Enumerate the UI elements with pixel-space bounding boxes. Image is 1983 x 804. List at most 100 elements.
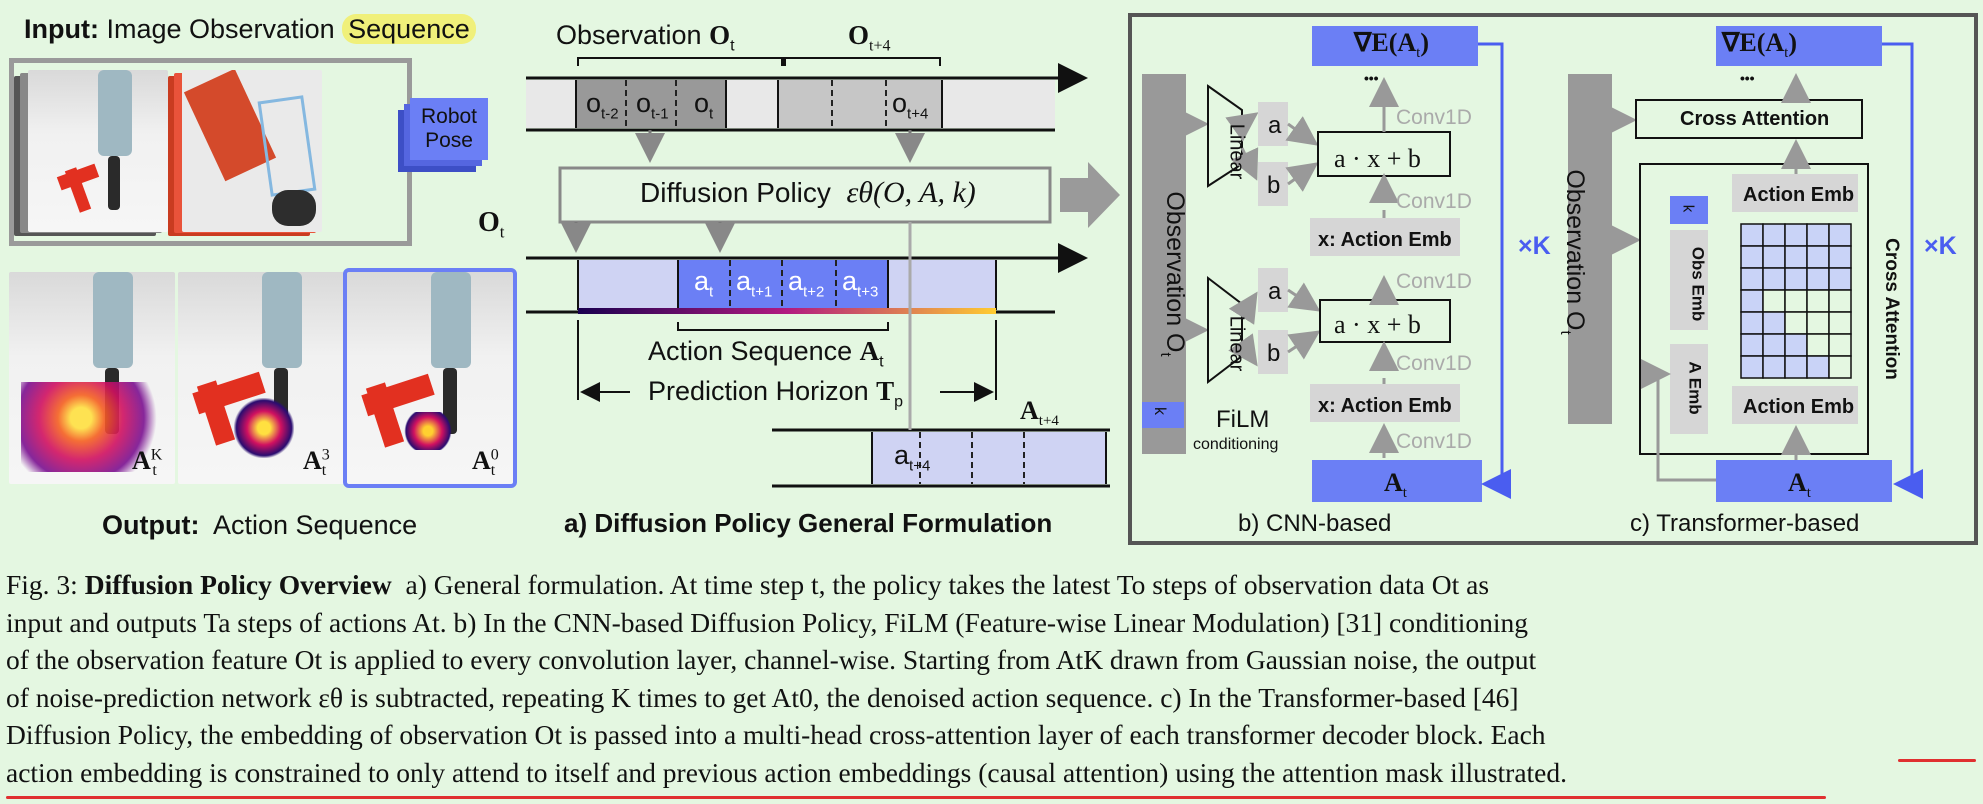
panel-c-obs-emb: Obs Emb: [1688, 246, 1708, 322]
action-cell-t+2: at+2: [788, 266, 825, 301]
obs-cell-t-1: ot-1: [636, 88, 669, 123]
obs-photo-stack-2: [168, 70, 322, 240]
caption-line-4: of noise-prediction network εθ is subtra…: [6, 681, 1519, 713]
figure-caption: Fig. 3: Diffusion Policy Overview a) Gen…: [6, 566, 1978, 791]
panel-a-caption: a) Diffusion Policy General Formulation: [564, 508, 1053, 538]
input-title: Input: Image Observation Sequence: [24, 14, 476, 45]
obs-cell-t: ot: [694, 88, 714, 123]
mask-cell: [1784, 245, 1808, 269]
mask-cell: [1740, 267, 1764, 291]
action-cell-t+1: at+1: [736, 266, 773, 301]
diffusion-policy-box-label: Diffusion Policy εθ(O, A, k): [640, 176, 976, 209]
panel-b-conv-5: Conv1D: [1396, 430, 1472, 453]
mask-cell: [1762, 311, 1786, 335]
mask-cell: [1784, 267, 1808, 291]
mask-cell: [1828, 289, 1852, 313]
mask-cell: [1784, 355, 1808, 379]
mask-cell: [1762, 223, 1786, 247]
future-action-cell: at+4: [894, 440, 931, 475]
panel-b-action-emb-1: x: Action Emb: [1318, 229, 1452, 251]
panel-c-action-emb-top: Action Emb: [1743, 184, 1855, 206]
obs-cell-t+4: ot+4: [892, 88, 929, 123]
caption-line-3: of the observation feature Ot is applied…: [6, 644, 1537, 675]
mask-cell: [1806, 355, 1830, 379]
panel-b-film-sub: conditioning: [1193, 436, 1279, 453]
panel-c-obs-vertical: Observation Ot: [1557, 169, 1589, 335]
panel-b-linear-1: Linear: [1225, 123, 1248, 180]
action-cell-t+3: at+3: [842, 266, 879, 301]
panel-c-caption: c) Transformer-based: [1630, 510, 1860, 537]
caption-line-5: Diffusion Policy, the embedding of obser…: [6, 719, 1546, 750]
mask-cell: [1828, 311, 1852, 335]
panel-b-diagram: [1142, 26, 1511, 502]
mask-cell: [1740, 223, 1764, 247]
panel-c-action-emb-bottom: Action Emb: [1743, 396, 1855, 418]
panel-b-grad-label: ∇E(At): [1354, 28, 1430, 62]
panel-a-diagram: [526, 57, 1120, 488]
panel-b-conv-1: Conv1D: [1396, 106, 1472, 129]
panel-b-caption: b) CNN-based: [1238, 510, 1392, 537]
output-photo-1: [9, 272, 175, 484]
panel-c-grad-label: ∇E(At): [1722, 28, 1798, 62]
mask-cell: [1806, 333, 1830, 357]
panel-c-cross-attention-vertical: Cross Attention: [1881, 238, 1902, 380]
panel-b-conv-4: Conv1D: [1396, 352, 1472, 375]
panel-a-obs-label: Observation Ot: [556, 20, 735, 55]
future-action-label: At+4: [1020, 396, 1059, 430]
panel-c-cross-attention: Cross Attention: [1680, 108, 1830, 130]
mask-cell: [1740, 355, 1764, 379]
mask-cell: [1784, 289, 1808, 313]
panel-b-times-k: ×K: [1518, 232, 1551, 260]
panel-b-a-2: a: [1268, 278, 1282, 305]
mask-cell: [1828, 267, 1852, 291]
panel-c-k-label: k: [1679, 204, 1697, 213]
mask-cell: [1828, 245, 1852, 269]
mask-cell: [1740, 333, 1764, 357]
output-label-1: AKt: [132, 446, 163, 480]
panel-b-b-2: b: [1267, 340, 1281, 367]
mask-cell: [1762, 289, 1786, 313]
panel-c-times-k: ×K: [1924, 232, 1957, 260]
red-underline-1: [1898, 759, 1976, 762]
caption-line-6: action embedding is constrained to only …: [6, 756, 1568, 788]
panel-b-k-label: k: [1151, 407, 1168, 415]
panel-b-conv-2: Conv1D: [1396, 190, 1472, 213]
panel-b-a-1: a: [1268, 112, 1282, 139]
panel-b-obs-vertical: Observation Ot: [1157, 191, 1189, 357]
panels-bc-frame: [1128, 13, 1978, 545]
panel-b-affine-2: a · x + b: [1334, 310, 1421, 339]
panel-c-input-label: At: [1788, 468, 1811, 502]
mask-cell: [1806, 311, 1830, 335]
mask-cell: [1784, 223, 1808, 247]
mask-cell: [1806, 267, 1830, 291]
mask-cell: [1828, 355, 1852, 379]
panel-b-film: FiLM: [1216, 406, 1270, 433]
action-cell-t: at: [694, 266, 714, 301]
panel-c-dots: • • •: [1740, 70, 1755, 86]
mask-cell: [1784, 333, 1808, 357]
panel-b-action-emb-2: x: Action Emb: [1318, 395, 1452, 417]
mask-cell: [1806, 245, 1830, 269]
output-photo-3: [343, 268, 517, 488]
mask-cell: [1806, 289, 1830, 313]
input-obs-label: Ot: [478, 207, 505, 242]
caption-line-1: Fig. 3: Diffusion Policy Overview a) Gen…: [6, 569, 1490, 600]
output-label-2: A3t: [303, 446, 330, 480]
output-title: Output: Action Sequence: [102, 510, 418, 540]
mask-cell: [1740, 245, 1764, 269]
panel-b-linear-2: Linear: [1225, 315, 1248, 372]
mask-cell: [1828, 333, 1852, 357]
mask-cell: [1806, 223, 1830, 247]
output-photo-2: [178, 272, 344, 484]
prediction-horizon-label: Prediction Horizon Tp: [648, 376, 904, 411]
panel-b-dots: • • •: [1364, 70, 1379, 86]
panel-b-b-1: b: [1267, 172, 1281, 199]
panel-b-affine-1: a · x + b: [1334, 144, 1421, 173]
mask-cell: [1762, 245, 1786, 269]
obs-photo-stack-1: [14, 70, 168, 240]
mask-cell: [1784, 311, 1808, 335]
action-sequence-label: Action Sequence At: [648, 336, 884, 371]
panel-c-a-emb: A Emb: [1685, 361, 1705, 415]
highlight-sequence: Sequence: [342, 14, 476, 44]
mask-cell: [1762, 355, 1786, 379]
